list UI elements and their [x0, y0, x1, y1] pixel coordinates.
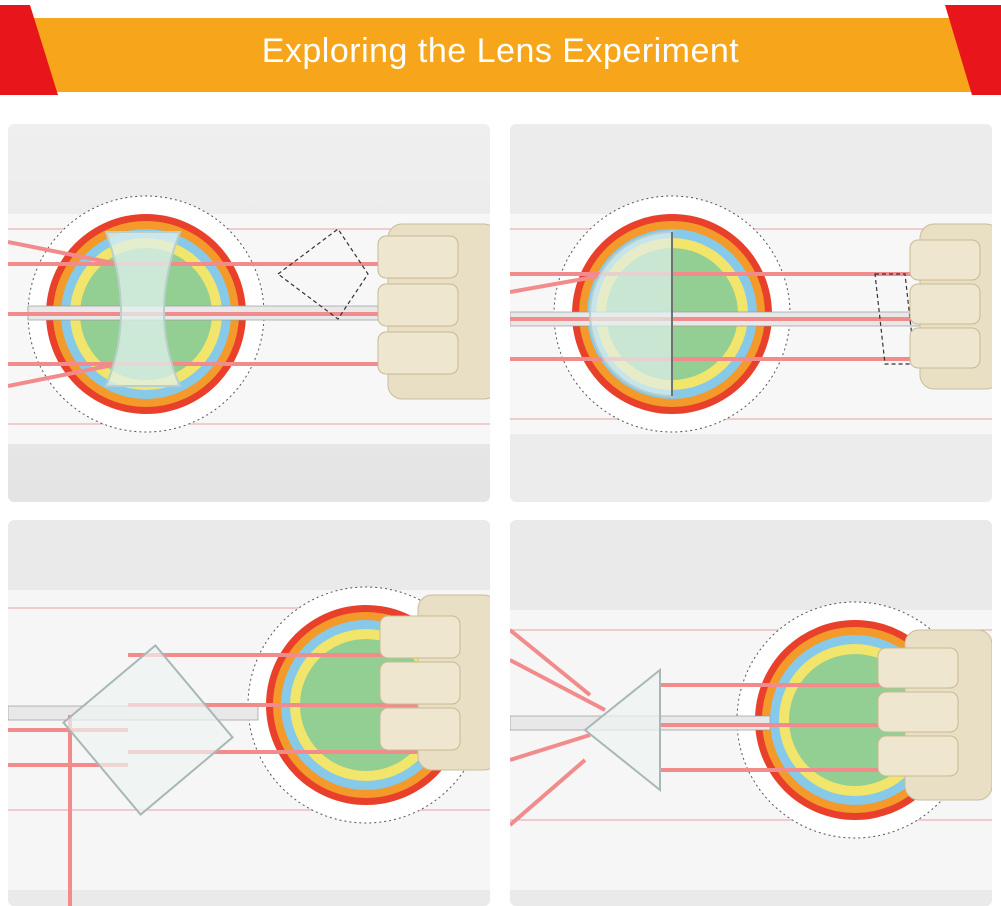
banner-title: Exploring the Lens Experiment — [261, 32, 740, 70]
laser-beams — [8, 240, 388, 388]
half-round-lens-icon — [589, 230, 673, 398]
photo-half-round-lens — [510, 124, 992, 502]
concave-lens-icon — [104, 231, 182, 387]
title-banner: Exploring the Lens Experiment — [0, 0, 1001, 100]
photo-rectangular-block — [8, 520, 490, 906]
light-source-box — [877, 629, 992, 801]
rectangular-block-icon — [62, 644, 234, 816]
prism-icon — [583, 667, 661, 793]
laser-beams — [510, 272, 930, 361]
light-source-box — [909, 223, 992, 390]
photo-triangular-prism — [510, 520, 992, 906]
banner-background — [0, 0, 1001, 100]
light-source-box — [379, 594, 490, 771]
light-source-box — [377, 223, 490, 400]
photo-concave-lens — [8, 124, 490, 502]
laser-beams — [510, 628, 910, 827]
